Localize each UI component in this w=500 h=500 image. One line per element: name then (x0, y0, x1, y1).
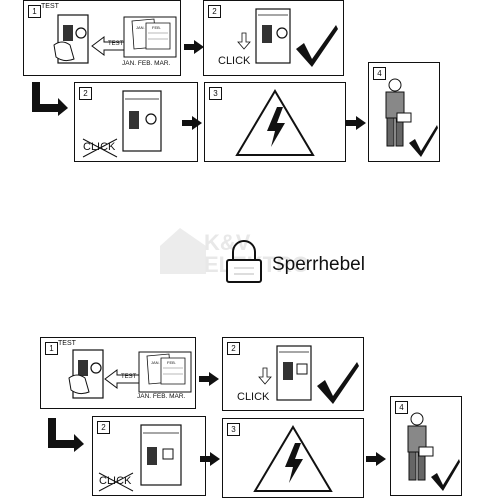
return-arrow-icon (32, 82, 68, 116)
step-number: 1 (28, 5, 41, 18)
calendar-text-b: FEB. (152, 25, 161, 30)
bottom-step2-fail-panel: 2 CLICK (92, 416, 206, 496)
next-arrow-icon (200, 452, 220, 466)
calendar-text-a: JAN. (151, 360, 160, 365)
calendar-label: JAN. FEB. MAR. (137, 393, 186, 400)
step-number: 2 (208, 5, 221, 18)
step-number: 1 (45, 342, 58, 355)
calendar-icon (138, 351, 192, 393)
bottom-step2-success-panel: 2 CLICK (222, 337, 364, 411)
calendar-label: JAN. FEB. MAR. (122, 60, 171, 67)
rcd-tripped-device-icon (276, 345, 312, 401)
checkmark-icon (317, 362, 359, 404)
calendar-icon (123, 16, 177, 58)
high-voltage-warning-icon (235, 89, 315, 156)
checkmark-icon (296, 25, 338, 67)
next-arrow-icon (346, 116, 366, 130)
step-number: 3 (227, 423, 240, 436)
down-arrow-icon (258, 367, 272, 385)
checkmark-icon (431, 459, 460, 491)
next-arrow-icon (199, 372, 219, 386)
rcd-device-icon (140, 424, 182, 486)
down-arrow-icon (237, 32, 251, 50)
lock-lever-icon (226, 240, 262, 283)
next-arrow-icon (182, 116, 202, 130)
rcd-device-icon (122, 90, 162, 152)
next-arrow-icon (366, 452, 386, 466)
step-number: 4 (395, 401, 408, 414)
next-arrow-icon (184, 40, 204, 54)
top-step1-panel: 1 TEST TEST JAN. FEB. JAN. FEB. MAR. (23, 0, 181, 76)
step-number: 4 (373, 67, 386, 80)
step-number: 2 (79, 87, 92, 100)
top-step2-fail-panel: 2 CLICK (74, 82, 198, 162)
test-label-top: TEST (41, 3, 59, 10)
watermark-line-1: K&V (204, 230, 251, 255)
bottom-step4-panel: 4 (390, 396, 462, 496)
step-number: 2 (97, 421, 110, 434)
click-label: CLICK (237, 391, 270, 403)
high-voltage-warning-icon (253, 425, 333, 492)
bottom-step1-panel: 1 TEST TEST JAN. FEB. JAN. FEB. MAR. (40, 337, 196, 409)
step-number: 3 (209, 87, 222, 100)
test-label-arrow: TEST (108, 41, 124, 47)
electrician-icon (407, 412, 434, 481)
test-label-arrow: TEST (121, 374, 137, 380)
legend-label: Sperrhebel (272, 254, 365, 275)
bottom-step3-panel: 3 (222, 418, 364, 498)
watermark-logo-icon (160, 228, 206, 274)
click-label: CLICK (218, 55, 251, 67)
electrician-icon (385, 78, 412, 147)
top-step2-success-panel: 2 CLICK (203, 0, 344, 76)
step-number: 2 (227, 342, 240, 355)
rcd-tripped-device-icon (255, 8, 291, 64)
rcd-device-icon (68, 349, 104, 399)
return-arrow-icon (48, 418, 84, 452)
top-step4-panel: 4 (368, 62, 440, 162)
calendar-text-b: FEB. (167, 360, 176, 365)
top-step3-panel: 3 (204, 82, 346, 162)
cross-out-icon (82, 138, 118, 158)
calendar-text-a: JAN. (136, 25, 145, 30)
rcd-device-icon (53, 14, 89, 64)
test-label-top: TEST (58, 340, 76, 347)
cross-out-icon (98, 472, 134, 492)
checkmark-icon (409, 125, 438, 157)
